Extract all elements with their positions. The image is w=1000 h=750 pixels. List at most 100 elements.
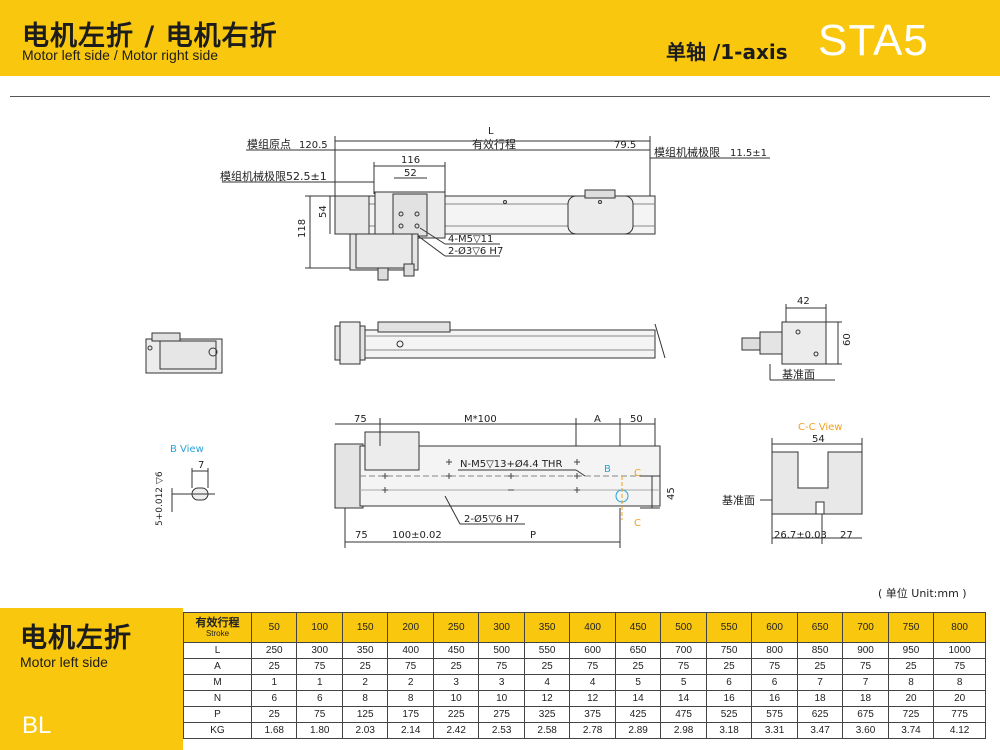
header-cell: 350: [523, 612, 571, 643]
table-cell: 75: [296, 658, 343, 675]
table-cell: 10: [478, 690, 525, 707]
table-cell: 6: [296, 690, 343, 707]
dim-100: 100±0.02: [392, 530, 442, 541]
table-cell: 625: [796, 706, 844, 723]
dim-118: 118: [297, 219, 308, 238]
table-cell: 3: [478, 674, 525, 691]
table-cell: 2.78: [569, 722, 616, 739]
table-cell: 4.12: [933, 722, 986, 739]
table-cell: 450: [432, 642, 480, 659]
label-limit-right: 模组机械极限: [654, 145, 720, 159]
table-cell: 2.89: [614, 722, 662, 739]
table-cell: 25: [523, 658, 571, 675]
table-cell: 25: [887, 658, 935, 675]
table-cell: 14: [614, 690, 662, 707]
table-cell: 3.60: [842, 722, 889, 739]
hole-spec-2: 2-Ø3▽6 H7: [448, 245, 503, 257]
dim-l: L: [488, 126, 494, 137]
table-cell: 1: [296, 674, 343, 691]
header-cell: 150: [341, 612, 389, 643]
table-cell: 425: [614, 706, 662, 723]
dim-cc-54: 54: [812, 434, 825, 445]
label-c-top: C: [634, 468, 641, 479]
header-stroke-en: Stroke: [205, 628, 230, 638]
variant-panel: 电机左折 Motor left side BL: [0, 608, 183, 750]
table-cell: 7: [842, 674, 889, 691]
table-cell: 75: [569, 658, 616, 675]
table-cell: 7: [796, 674, 844, 691]
table-cell: 275: [478, 706, 525, 723]
dim-p: P: [530, 530, 536, 541]
variant-code: BL: [22, 712, 52, 739]
table-cell: 1.68: [250, 722, 298, 739]
hole-spec-1: 4-M5▽11: [448, 234, 493, 245]
dim-m100: M*100: [464, 414, 497, 425]
table-cell: 14: [660, 690, 707, 707]
technical-drawing: L 模组原点 120.5 有效行程 79.5 模组机械极限 11.5±1 116…: [145, 126, 863, 548]
dim-54: 54: [318, 205, 329, 218]
header-cell: 400: [569, 612, 616, 643]
table-cell: 75: [933, 658, 986, 675]
dim-27: 27: [840, 530, 853, 541]
dim-7: 7: [198, 460, 204, 471]
variant-title-en: Motor left side: [20, 654, 108, 670]
table-cell: 2.98: [660, 722, 707, 739]
table-cell: 2.03: [341, 722, 389, 739]
dim-5: 5+0.012 ▽6: [155, 471, 165, 526]
label-ref-cc: 基准面: [722, 494, 755, 507]
table-cell: 400: [387, 642, 434, 659]
table-cell: 550: [523, 642, 571, 659]
label-b: B: [604, 464, 611, 475]
header-cell: 750: [887, 612, 935, 643]
dim-45: 45: [666, 487, 677, 500]
right-end-view: [741, 304, 842, 381]
table-cell: 175: [387, 706, 434, 723]
table-cell: 5: [614, 674, 662, 691]
table-cell: 225: [432, 706, 480, 723]
header-cell: 600: [751, 612, 798, 643]
cc-view-title: C-C View: [798, 422, 842, 433]
top-view: [222, 136, 770, 281]
table-cell: 2.14: [387, 722, 434, 739]
table-cell: 4: [569, 674, 616, 691]
table-cell: 8: [933, 674, 986, 691]
label-origin: 模组原点: [247, 137, 291, 151]
header-cell: 50: [250, 612, 298, 643]
dim-79-5: 79.5: [614, 140, 636, 151]
table-cell: 250: [250, 642, 298, 659]
table-cell: 650: [614, 642, 662, 659]
table-cell: 25: [250, 658, 298, 675]
table-cell: 750: [705, 642, 753, 659]
table-cell: 2.58: [523, 722, 571, 739]
table-cell: 10: [432, 690, 480, 707]
table-cell: 3.31: [751, 722, 798, 739]
table-cell: 3.74: [887, 722, 935, 739]
table-cell: 1.80: [296, 722, 343, 739]
model-name: STA5: [818, 16, 929, 65]
header-band: 电机左折 / 电机右折 Motor left side / Motor righ…: [0, 0, 1000, 76]
table-cell: 350: [341, 642, 389, 659]
dim-75-bottom: 75: [355, 530, 368, 541]
table-cell: 900: [842, 642, 889, 659]
table-cell: 5: [660, 674, 707, 691]
dim-42: 42: [797, 296, 810, 307]
table-cell: 325: [523, 706, 571, 723]
table-cell: 575: [751, 706, 798, 723]
dim-75-top: 75: [354, 414, 367, 425]
table-cell: 18: [796, 690, 844, 707]
header-cell: 700: [842, 612, 889, 643]
table-cell: 18: [842, 690, 889, 707]
table-cell: 8: [387, 690, 434, 707]
row-label: M: [183, 674, 252, 691]
header-cell: 500: [660, 612, 707, 643]
table-cell: 375: [569, 706, 616, 723]
table-cell: 2: [341, 674, 389, 691]
b-view: [171, 468, 215, 512]
label-c-bottom: C: [634, 518, 641, 529]
table-cell: 525: [705, 706, 753, 723]
table-cell: 25: [614, 658, 662, 675]
left-end-view: [145, 332, 223, 374]
